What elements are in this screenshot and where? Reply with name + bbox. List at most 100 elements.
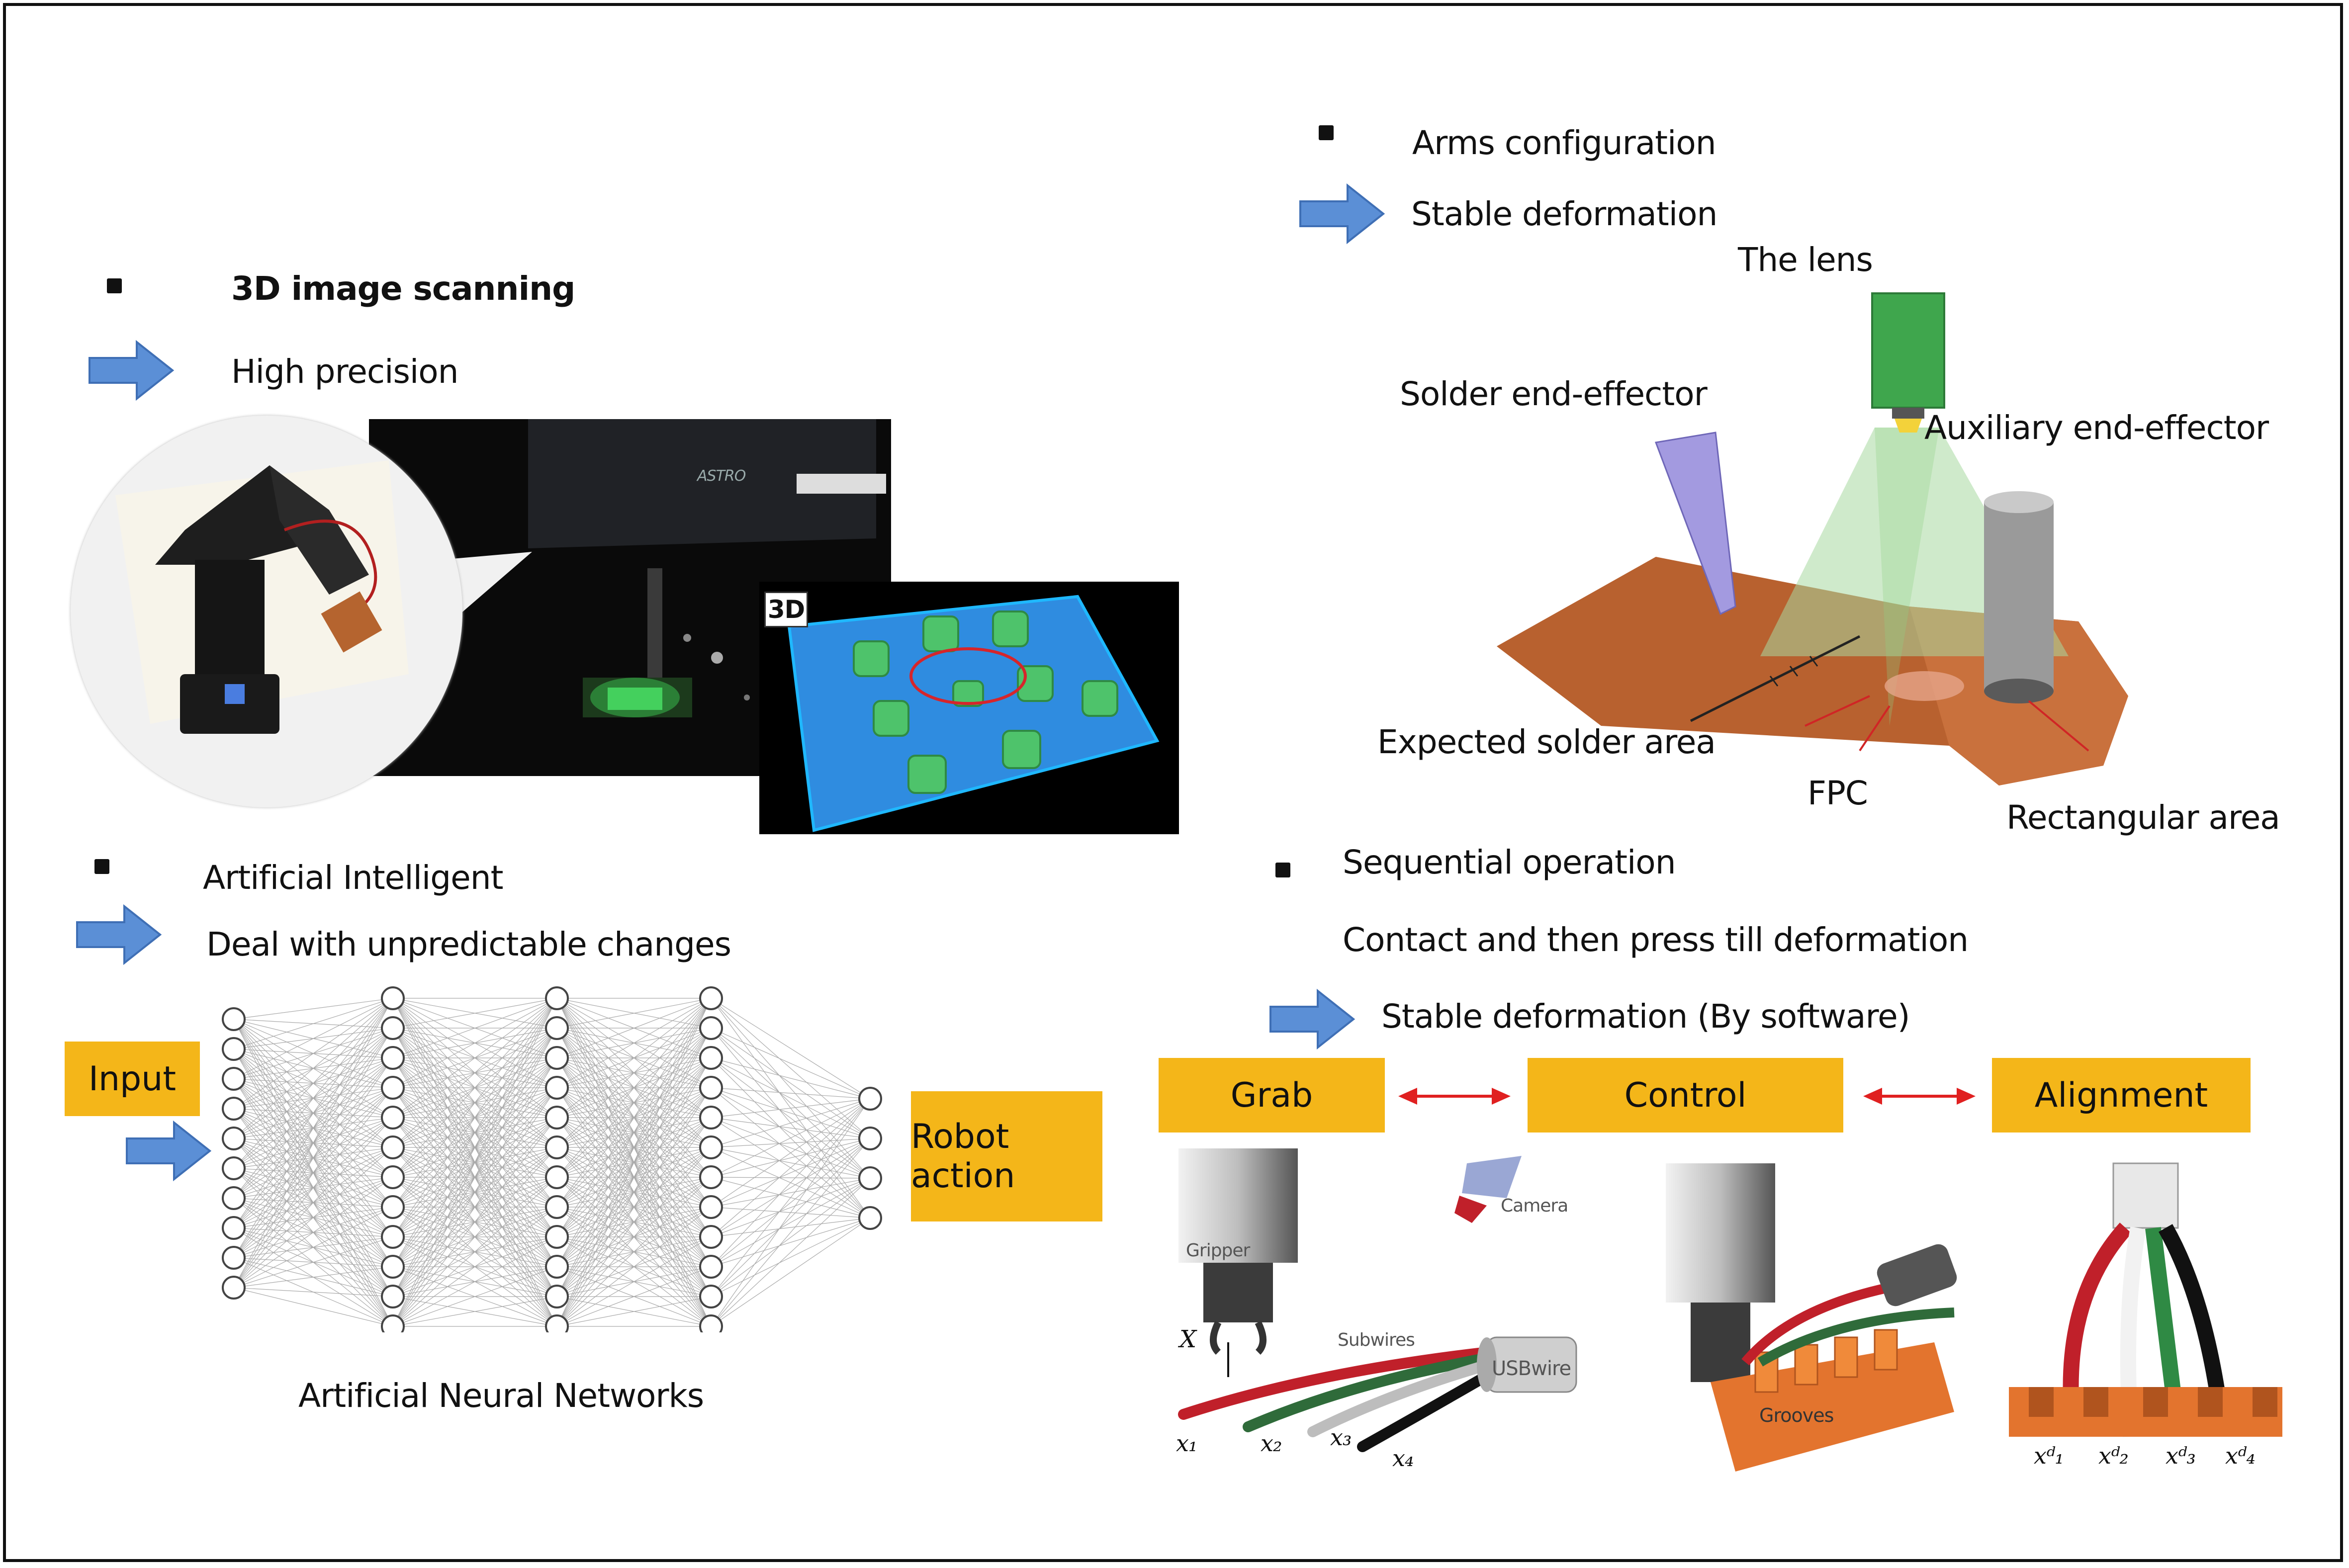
nn-node-l2-9 — [381, 1225, 405, 1249]
label-camera: Camera — [1501, 1196, 1568, 1216]
nn-node-l1-9 — [222, 1246, 246, 1270]
robot-action-box: Robot action — [911, 1091, 1102, 1221]
panel-seq-bullet-text: Sequential operation — [1343, 843, 1676, 881]
panel-seq-arrow-text: Stable deformation (By software) — [1381, 997, 1910, 1036]
nn-node-l4-11 — [699, 1285, 723, 1308]
nn-node-l4-9 — [699, 1225, 723, 1249]
blue-right-arrow-icon — [89, 340, 175, 401]
neural-network-diagram — [222, 986, 882, 1332]
label-gripper: Gripper — [1186, 1240, 1250, 1261]
nn-node-l3-5 — [545, 1106, 569, 1130]
label-xd4: xᵈ₄ — [2225, 1442, 2256, 1469]
scanner-device-circle — [71, 416, 462, 807]
bullet-square-icon — [1275, 863, 1290, 877]
nn-node-l3-3 — [545, 1046, 569, 1070]
label-x1: x₁ — [1176, 1430, 1197, 1457]
red-double-arrow-icon — [1863, 1088, 1976, 1105]
label-xd1: xᵈ₁ — [2034, 1442, 2064, 1469]
panel-3d-arrow-text: High precision — [231, 352, 458, 391]
nn-node-l4-7 — [699, 1165, 723, 1189]
control-box: Control — [1528, 1058, 1843, 1132]
panel-ai-bullet-text: Artificial Intelligent — [203, 859, 503, 897]
nn-node-l3-9 — [545, 1225, 569, 1249]
nn-node-l4-6 — [699, 1135, 723, 1159]
panel-arms-arrow-text: Stable deformation — [1411, 195, 1717, 233]
label-x4: x₄ — [1392, 1445, 1414, 1472]
panel-seq-line2: Contact and then press till deformation — [1343, 921, 1969, 959]
nn-node-l2-12 — [381, 1314, 405, 1332]
grab-illustration — [1178, 1148, 1577, 1452]
scanner-photo: ASTRO — [369, 419, 891, 776]
nn-node-l1-7 — [222, 1186, 246, 1210]
nn-node-l1-10 — [222, 1276, 246, 1300]
alignment-illustration — [2009, 1162, 2282, 1437]
nn-node-l4-1 — [699, 986, 723, 1010]
label-xd3: xᵈ₃ — [2166, 1442, 2196, 1469]
nn-node-l2-7 — [381, 1165, 405, 1189]
nn-node-l2-2 — [381, 1016, 405, 1040]
nn-node-l3-10 — [545, 1255, 569, 1279]
fpc-setup-illustration — [1497, 292, 2128, 785]
nn-node-l5-3 — [858, 1166, 882, 1190]
nn-node-l3-7 — [545, 1165, 569, 1189]
label-x: X — [1179, 1325, 1196, 1353]
nn-node-l3-6 — [545, 1135, 569, 1159]
nn-node-l2-11 — [381, 1285, 405, 1308]
panel-ai-arrow-text: Deal with unpredictable changes — [206, 925, 731, 963]
nn-node-l1-2 — [222, 1037, 246, 1061]
nn-node-l4-3 — [699, 1046, 723, 1070]
nn-node-l2-1 — [381, 986, 405, 1010]
input-box: Input — [65, 1042, 200, 1116]
panel-3d-bullet-text: 3D image scanning — [231, 269, 575, 308]
nn-node-l2-3 — [381, 1046, 405, 1070]
nn-node-l3-8 — [545, 1195, 569, 1219]
label-3d-badge: 3D — [764, 592, 808, 627]
label-fpc: FPC — [1807, 774, 1868, 812]
nn-node-l4-12 — [699, 1314, 723, 1332]
nn-node-l2-4 — [381, 1076, 405, 1100]
nn-node-l1-4 — [222, 1097, 246, 1121]
nn-node-l5-1 — [858, 1087, 882, 1111]
alignment-box: Alignment — [1992, 1058, 2251, 1132]
nn-node-l1-3 — [222, 1067, 246, 1091]
label-lens: The lens — [1738, 241, 1873, 279]
nn-node-l4-4 — [699, 1076, 723, 1100]
nn-node-l2-5 — [381, 1106, 405, 1130]
nn-node-l3-12 — [545, 1314, 569, 1332]
nn-node-l2-8 — [381, 1195, 405, 1219]
panel-arms-bullet-text: Arms configuration — [1412, 124, 1717, 162]
nn-node-l1-8 — [222, 1216, 246, 1240]
label-x2: x₂ — [1261, 1430, 1282, 1457]
red-double-arrow-icon — [1398, 1088, 1511, 1105]
bullet-square-icon — [1319, 125, 1334, 140]
nn-node-l4-5 — [699, 1106, 723, 1130]
label-3d-text: 3D — [767, 595, 805, 624]
label-solder-end-effector: Solder end-effector — [1400, 375, 1708, 413]
label-subwires: Subwires — [1338, 1330, 1415, 1350]
bullet-square-icon — [107, 278, 122, 293]
nn-node-l2-10 — [381, 1255, 405, 1279]
label-usbwire: USBwire — [1492, 1357, 1571, 1380]
nn-node-l5-2 — [858, 1127, 882, 1150]
control-illustration — [1666, 1163, 1957, 1472]
nn-node-l4-8 — [699, 1195, 723, 1219]
grab-box: Grab — [1159, 1058, 1385, 1132]
nn-node-l1-5 — [222, 1127, 246, 1150]
nn-node-l3-1 — [545, 986, 569, 1010]
nn-node-l1-6 — [222, 1156, 246, 1180]
label-auxiliary-end-effector: Auxiliary end-effector — [1924, 409, 2269, 447]
label-grooves: Grooves — [1759, 1404, 1834, 1426]
nn-node-l2-6 — [381, 1135, 405, 1159]
bullet-square-icon — [94, 859, 109, 874]
blue-right-arrow-icon — [1299, 183, 1385, 245]
scanner-brand-label: ASTRO — [697, 467, 746, 485]
label-xd2: xᵈ₂ — [2098, 1442, 2129, 1469]
scan-3d-image: 3D — [759, 582, 1179, 834]
nn-node-l4-10 — [699, 1255, 723, 1279]
blue-right-arrow-icon — [126, 1120, 212, 1182]
blue-right-arrow-icon — [1269, 988, 1355, 1050]
nn-node-l3-11 — [545, 1285, 569, 1308]
ann-caption: Artificial Neural Networks — [298, 1377, 704, 1415]
label-rectangular-area: Rectangular area — [2006, 798, 2280, 837]
blue-right-arrow-icon — [76, 904, 162, 965]
